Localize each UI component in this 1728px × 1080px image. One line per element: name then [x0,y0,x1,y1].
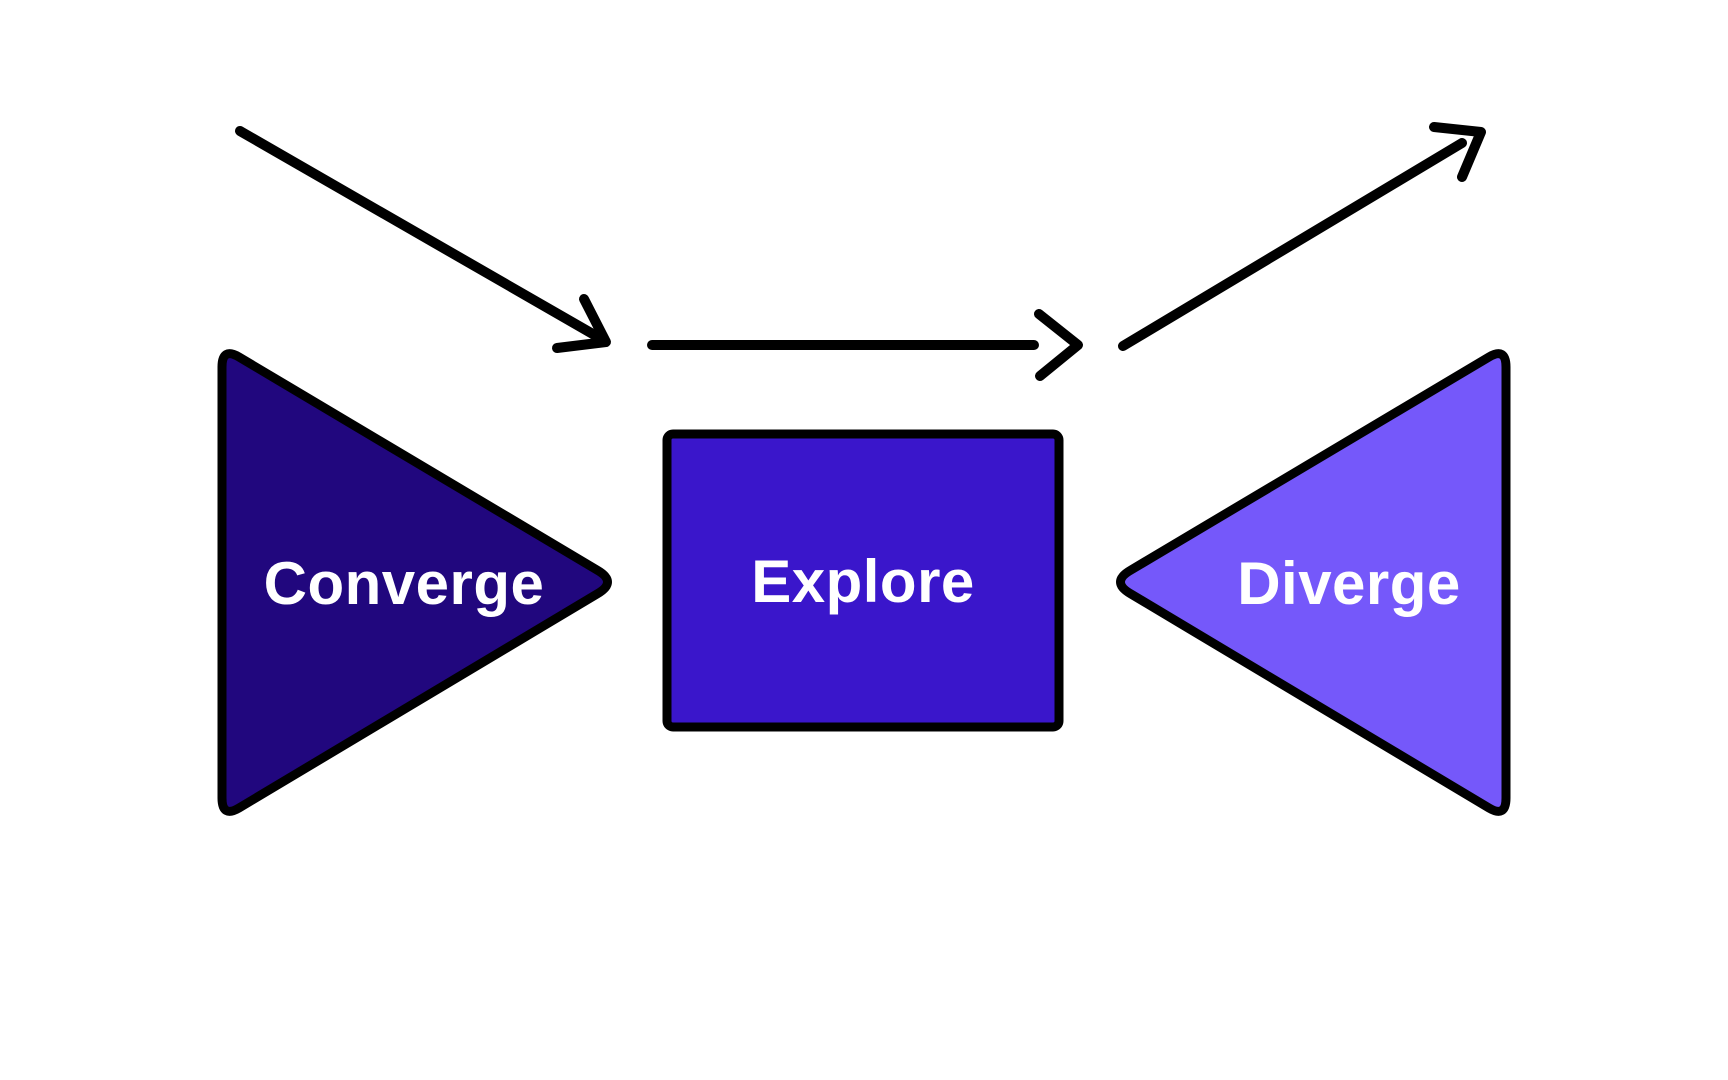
node-converge: Converge [217,349,612,816]
flow-arrow-ascending [1118,122,1486,351]
arrow-head-icon [1034,309,1083,381]
explore-label: Explore [751,548,975,615]
flow-arrow-horizontal [647,309,1083,381]
flow-arrow-descending [235,126,611,353]
arrow-shaft [235,126,603,342]
arrow-head-icon [552,294,611,353]
arrow-head-icon [1429,122,1486,182]
explore-rect-shape [662,429,1064,732]
diverge-triangle-shape [1116,349,1511,816]
diverge-label: Diverge [1237,550,1461,617]
converge-triangle-shape [217,349,612,816]
converge-label: Converge [264,550,545,617]
arrow-shaft [1118,138,1467,351]
node-diverge: Diverge [1116,349,1511,816]
node-explore: Explore [662,429,1064,732]
